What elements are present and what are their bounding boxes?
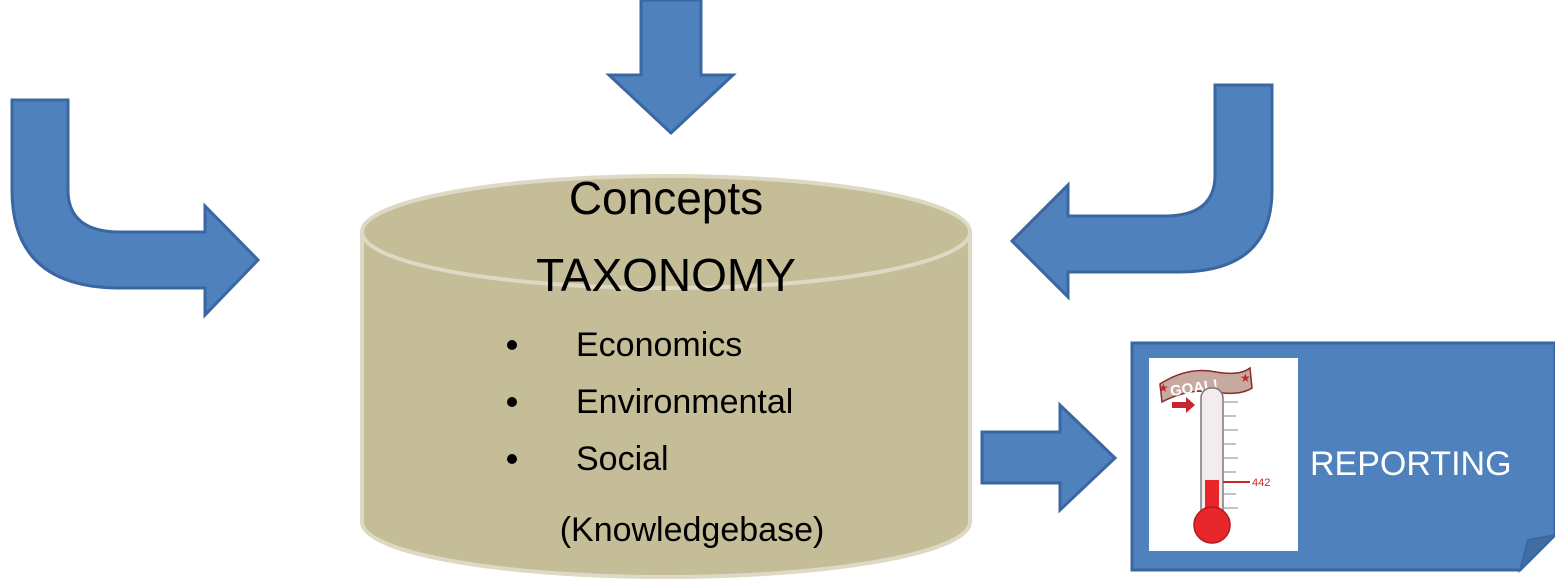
item-environmental: Environmental (576, 383, 793, 421)
goal-star-left: ★ (1158, 381, 1169, 395)
cylinder-title-concepts: Concepts (569, 172, 763, 224)
bullet-environmental (507, 397, 517, 407)
top-down-arrow (605, 0, 737, 136)
cylinder-title-taxonomy: TAXONOMY (536, 249, 796, 301)
item-economics: Economics (576, 326, 742, 364)
knowledgebase-label: (Knowledgebase) (560, 511, 825, 549)
goal-thermometer-icon: GOAL! ★ ★ 442 (1149, 358, 1298, 551)
goal-star-right: ★ (1240, 371, 1251, 385)
bullet-social (507, 454, 517, 464)
bullet-economics (507, 340, 517, 350)
thermometer-bulb (1193, 506, 1231, 544)
thermometer-level-value: 442 (1252, 477, 1270, 489)
thermometer-ticks (1223, 401, 1238, 509)
goal-pointer-arrow (1172, 397, 1195, 413)
right-curved-arrow (1009, 83, 1274, 301)
cylinder-body (360, 230, 972, 579)
reporting-page-curl (1518, 533, 1555, 574)
goal-banner (1159, 366, 1253, 404)
item-social: Social (576, 440, 669, 478)
reporting-arrow (980, 401, 1118, 514)
cylinder-top (360, 174, 972, 290)
left-curved-arrow (10, 98, 261, 319)
reporting-label: REPORTING (1310, 445, 1512, 483)
knowledgebase-cylinder (360, 174, 972, 579)
